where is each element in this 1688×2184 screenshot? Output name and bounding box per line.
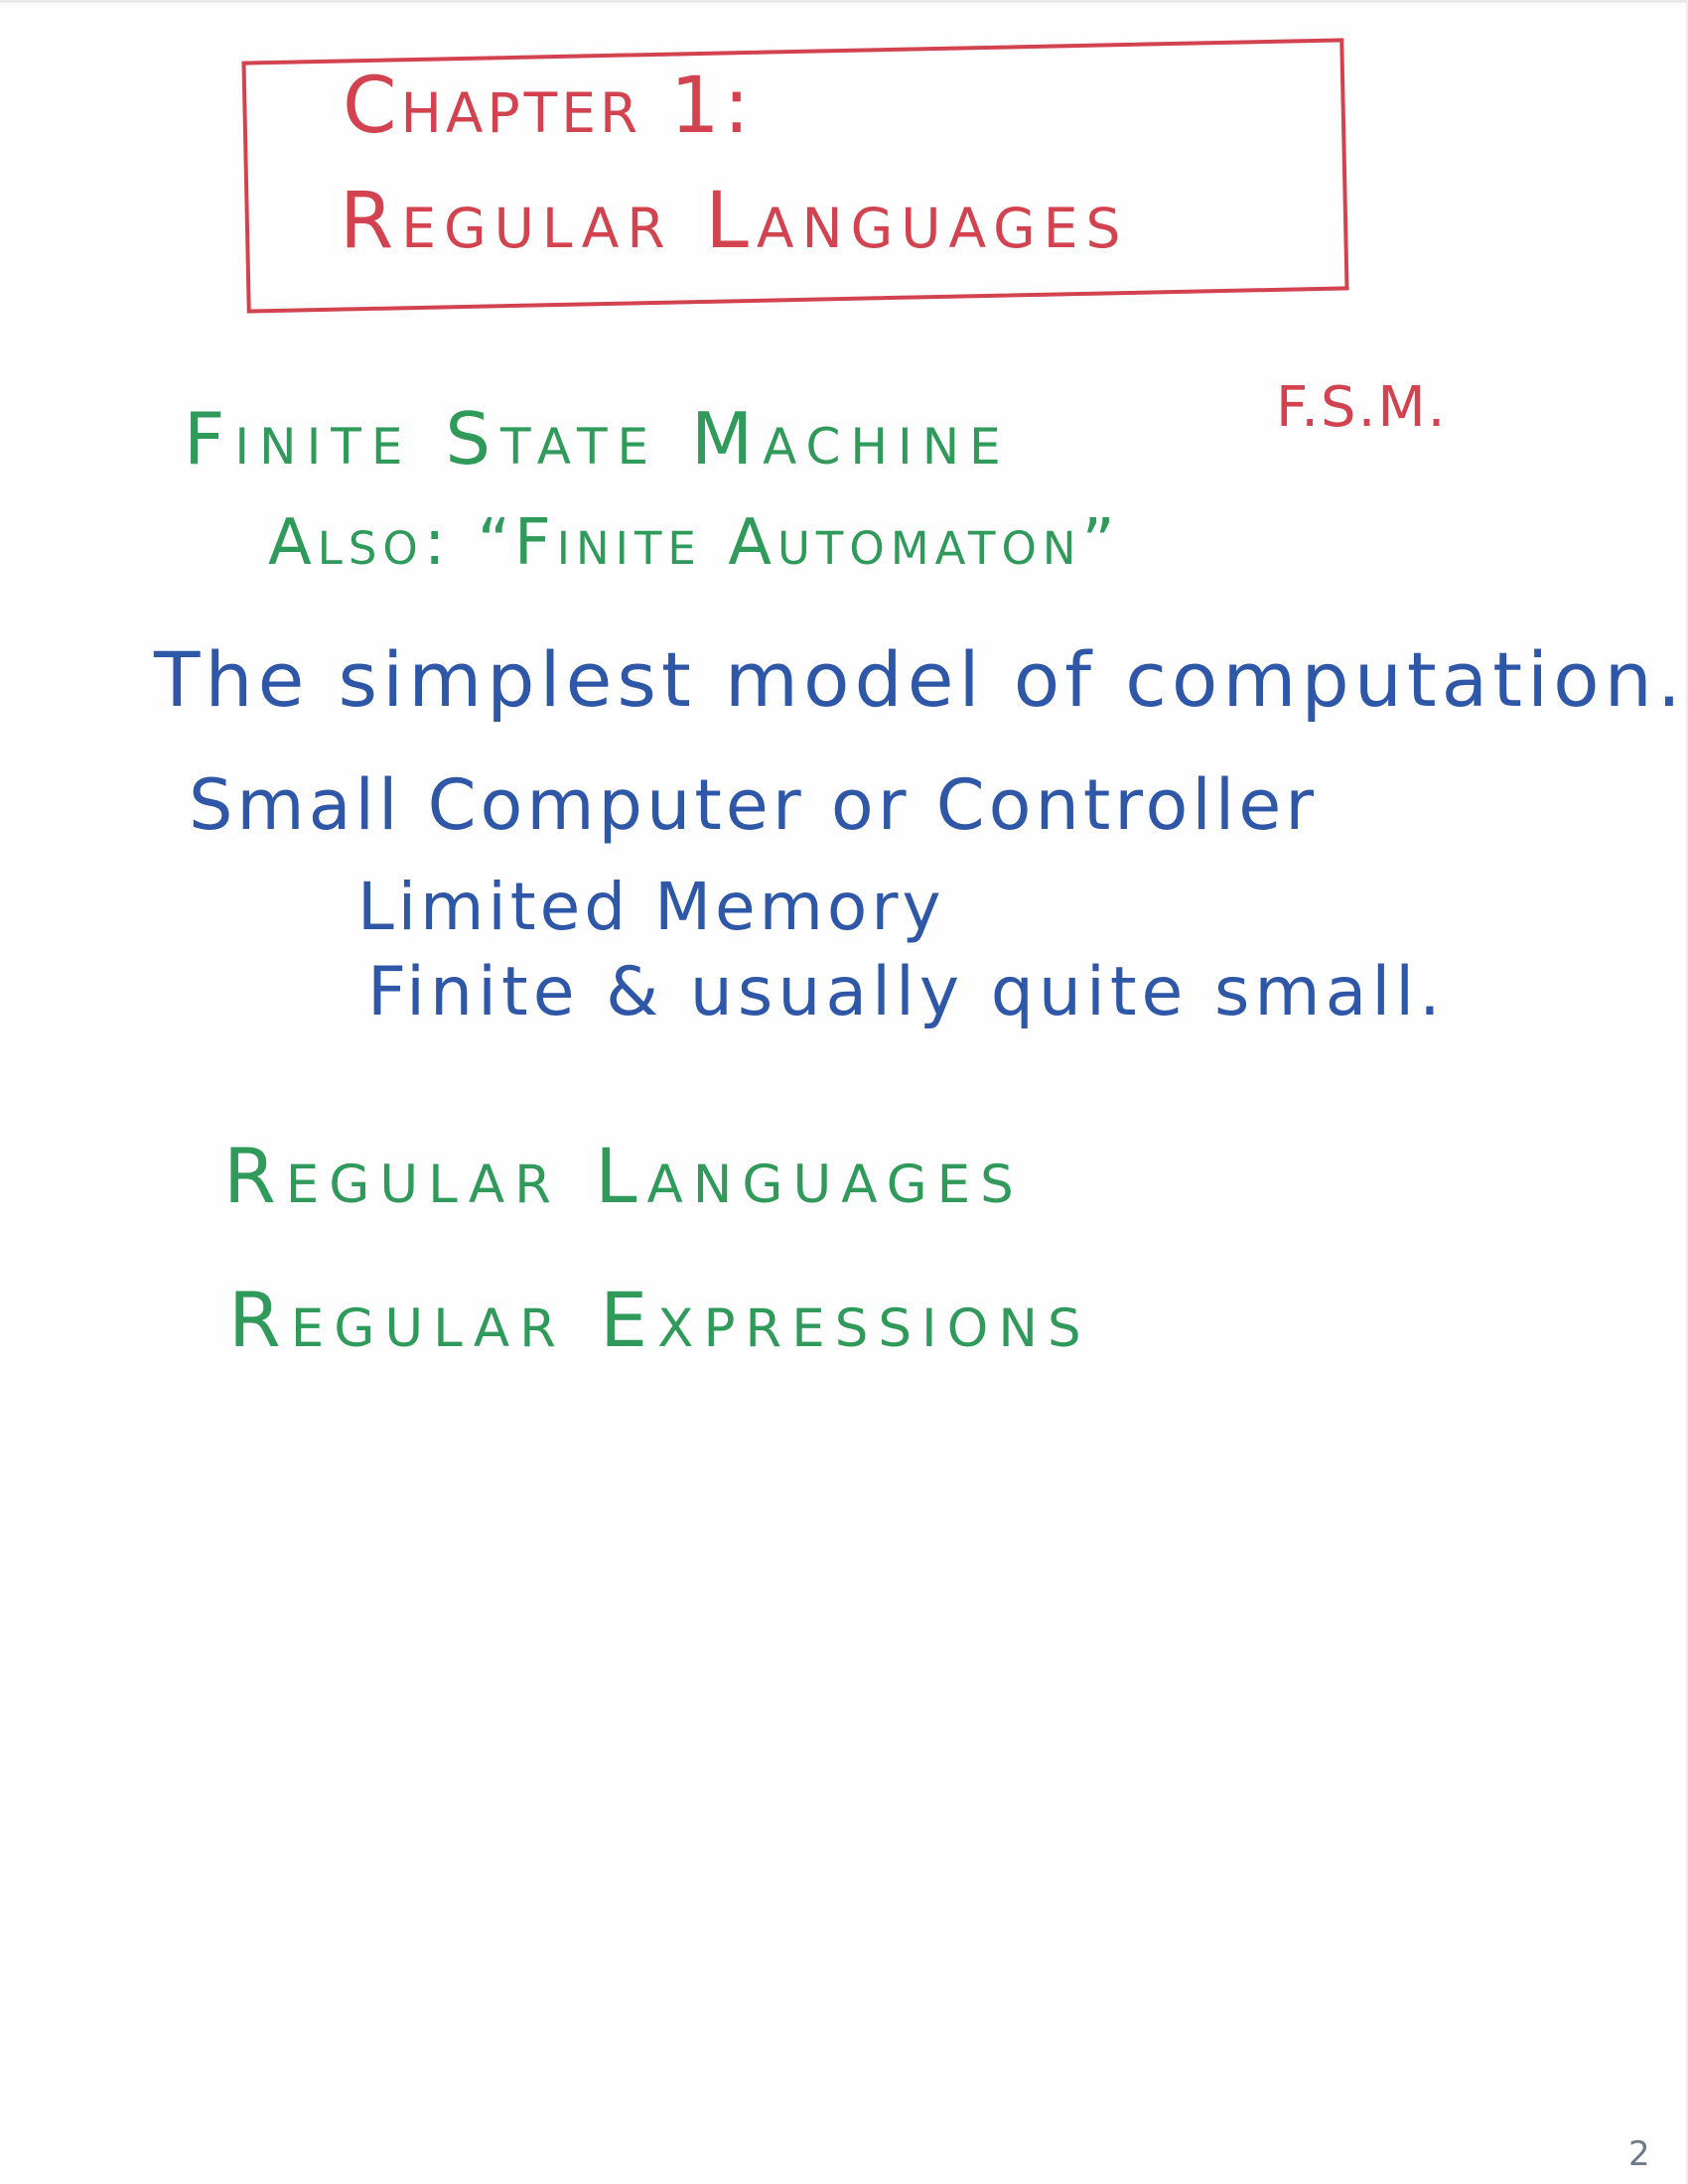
page-number: 2 xyxy=(1628,2134,1650,2174)
note-finite-small: Finite & usually quite small. xyxy=(367,953,1446,1031)
fsm-also-known-as: Also: “Finite Automaton” xyxy=(268,506,1121,580)
chapter-title: Regular Languages xyxy=(340,177,1129,266)
fsm-abbreviation: F.S.M. xyxy=(1276,375,1448,440)
scan-right-edge xyxy=(1686,0,1688,2184)
scan-top-edge xyxy=(0,0,1688,3)
topic-regular-expressions: Regular Expressions xyxy=(228,1276,1091,1364)
chapter-number: Chapter 1: xyxy=(343,62,754,151)
note-simplest-model: The simplest model of computation. xyxy=(154,635,1686,724)
note-limited-memory: Limited Memory xyxy=(357,869,945,945)
fsm-heading: Finite State Machine xyxy=(184,397,1011,480)
note-small-computer: Small Computer or Controller xyxy=(189,764,1319,846)
topic-regular-languages: Regular Languages xyxy=(223,1132,1024,1220)
